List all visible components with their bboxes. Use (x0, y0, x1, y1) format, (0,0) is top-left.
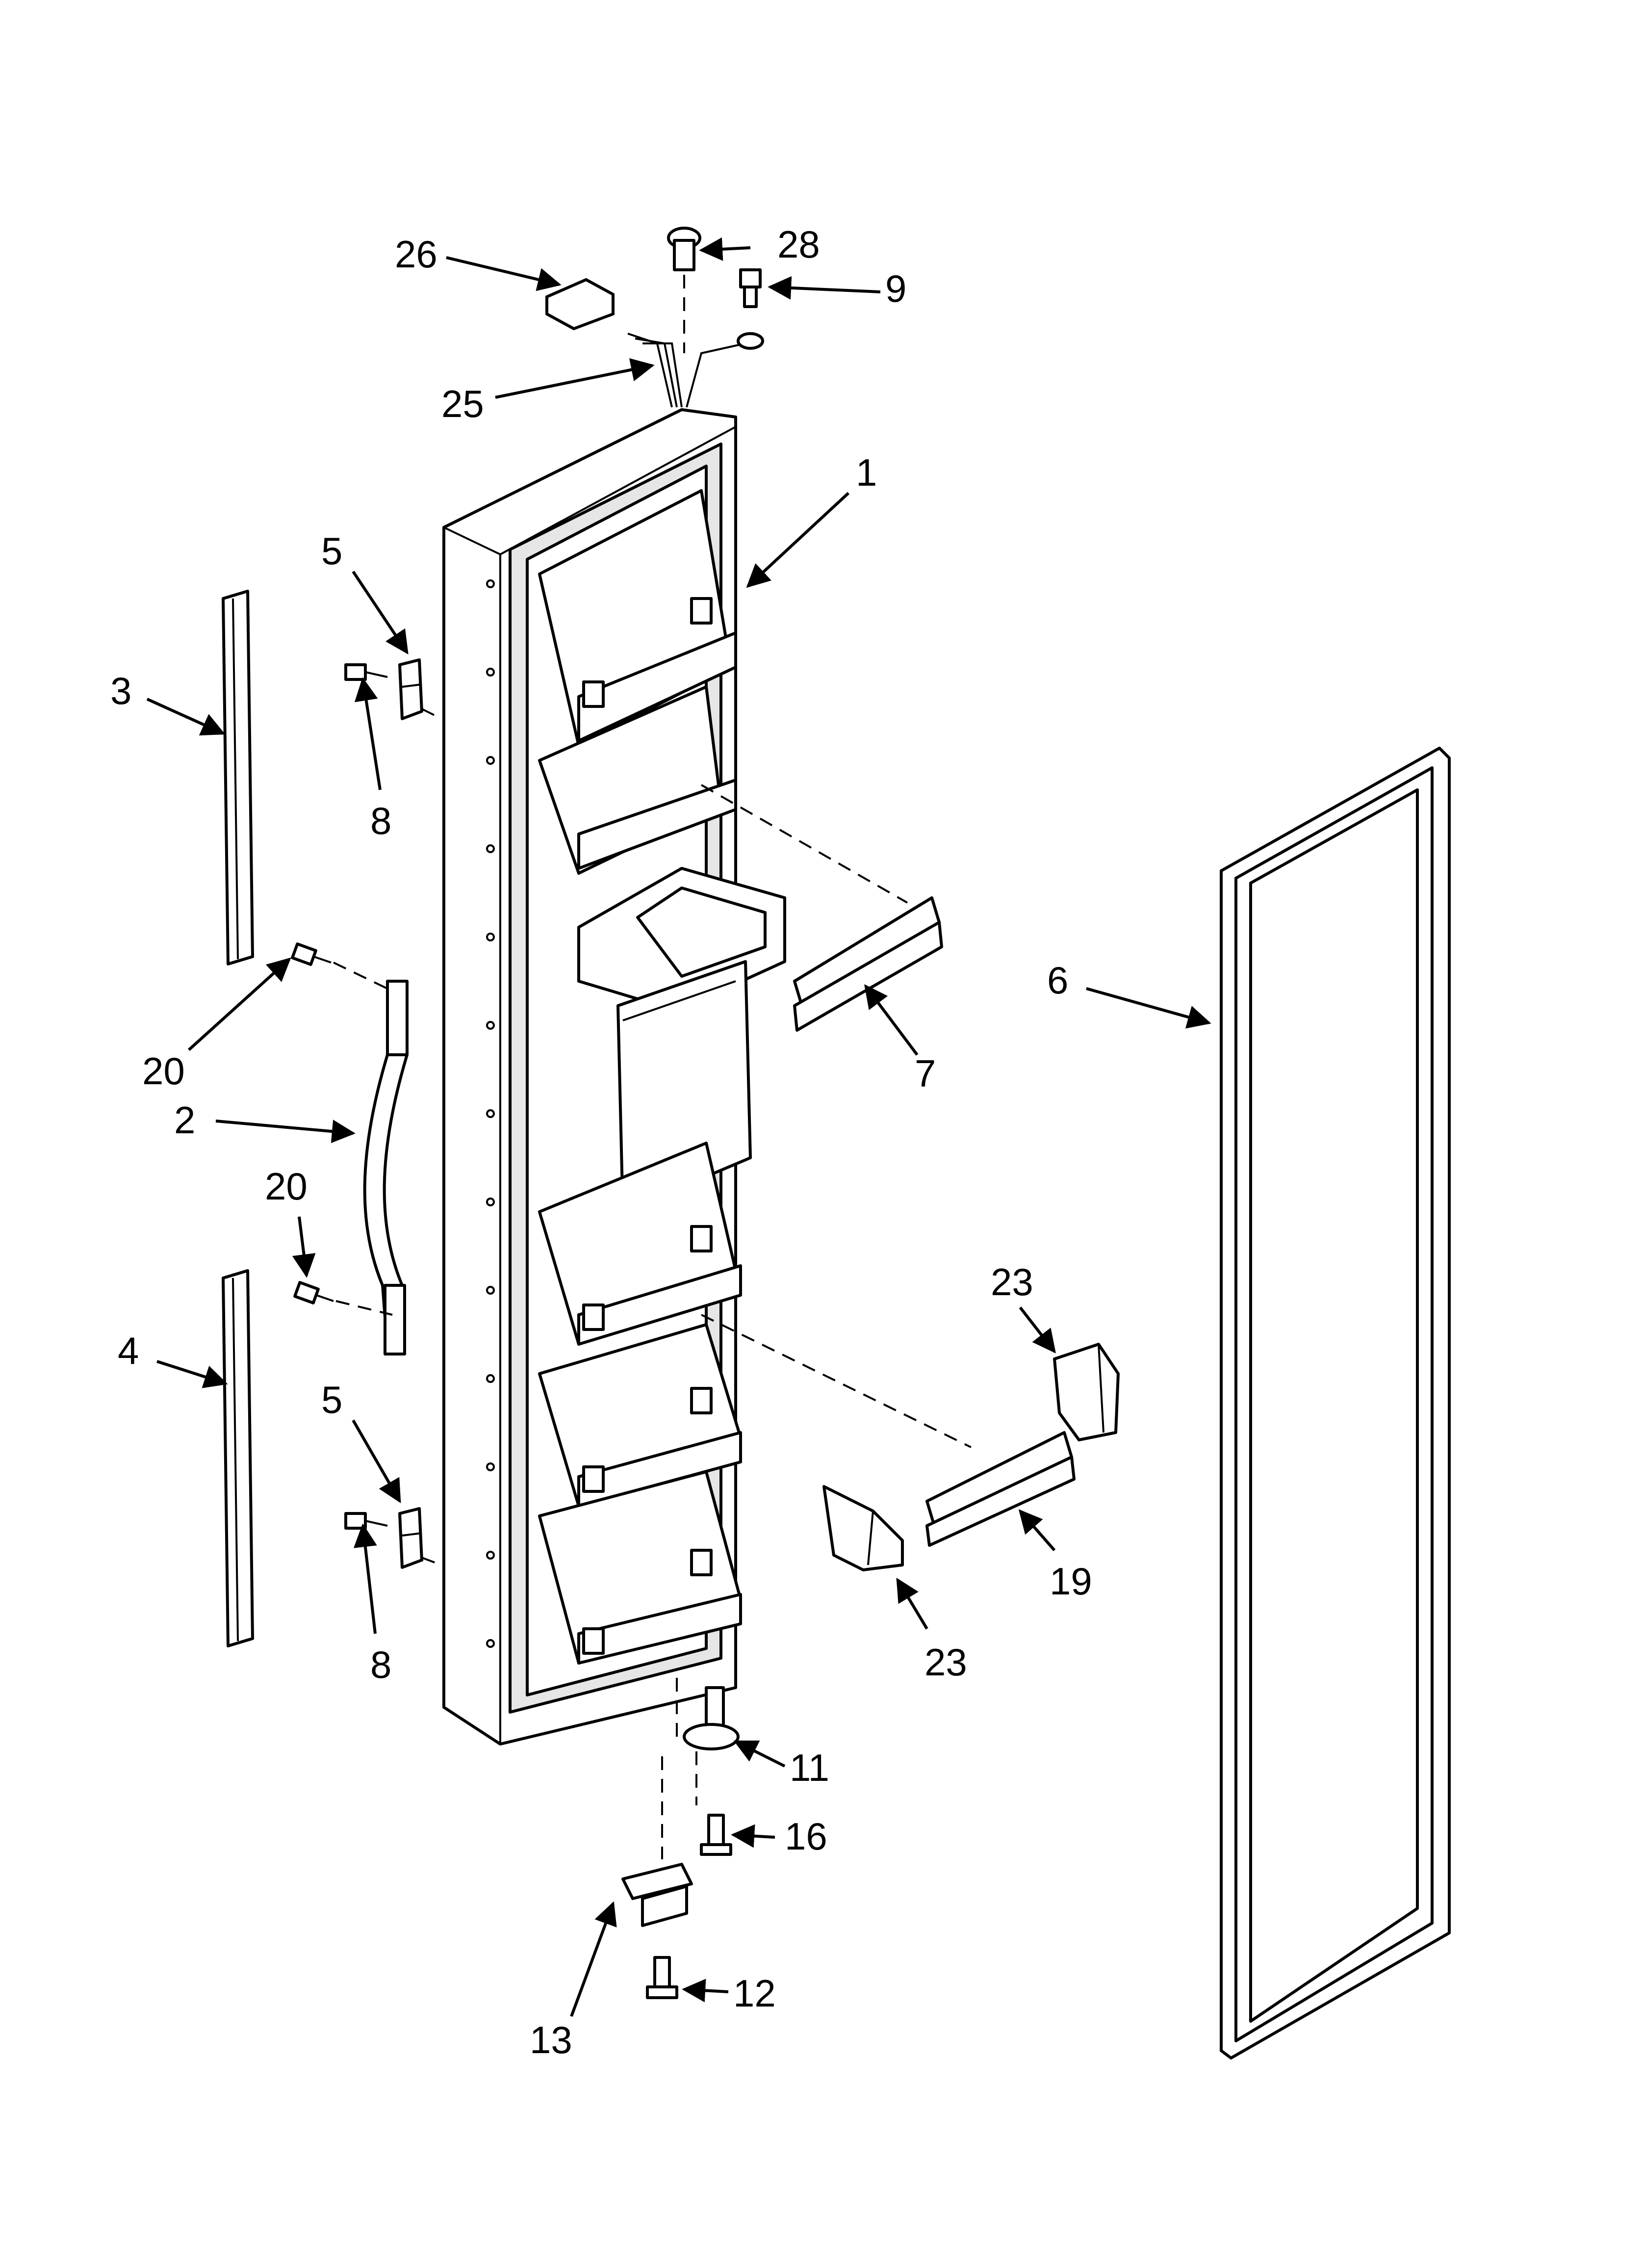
screw-bracket-lower (344, 1512, 388, 1530)
callout-2: 2 (174, 1098, 195, 1142)
callout-12: 12 (733, 1972, 776, 2015)
hinge-bracket-screw (646, 1956, 678, 1999)
callout-1: 1 (856, 451, 877, 494)
callout-leaders (146, 237, 1211, 2017)
callout-4: 4 (118, 1329, 139, 1372)
callout-3: 3 (110, 669, 131, 712)
end-cap-upper (1053, 1343, 1120, 1441)
wire-connector (545, 278, 615, 330)
callout-19: 19 (1050, 1560, 1092, 1603)
end-cap-lower (822, 1485, 904, 1571)
trim-strip-lower (222, 1269, 254, 1647)
plug-button (667, 227, 701, 271)
trim-strip-upper (222, 590, 254, 965)
freezer-door (442, 408, 786, 1746)
hinge-screw (700, 1814, 732, 1856)
callout-20-upper: 20 (142, 1049, 185, 1093)
door-handle (363, 980, 409, 1356)
callout-25: 25 (441, 382, 484, 425)
hinge-pin (683, 1686, 740, 1750)
callout-20-lower: 20 (265, 1165, 308, 1208)
callout-28: 28 (777, 223, 820, 266)
callout-13: 13 (530, 2018, 572, 2061)
callout-11: 11 (790, 1746, 829, 1789)
callout-8-lower: 8 (370, 1643, 391, 1686)
screw-lower-handle (293, 1281, 334, 1304)
callout-7: 7 (915, 1052, 936, 1095)
bracket-upper (398, 658, 423, 720)
callout-26: 26 (395, 233, 437, 276)
shelf-rail-lower (925, 1431, 1076, 1547)
callout-23-upper: 23 (991, 1260, 1033, 1303)
shelf-rail-upper (793, 896, 943, 1032)
callout-5-lower: 5 (321, 1378, 342, 1421)
ground-screw (739, 268, 762, 308)
screw-upper-handle (291, 942, 332, 966)
callout-16: 16 (785, 1815, 827, 1858)
callout-6: 6 (1047, 959, 1068, 1002)
callout-8-upper: 8 (370, 799, 391, 842)
screw-bracket-upper (344, 663, 388, 681)
callout-23-lower: 23 (924, 1641, 967, 1684)
callout-labels: 26 28 9 25 1 5 3 8 20 2 20 4 5 8 6 7 23 … (110, 223, 1092, 2061)
door-gasket (1220, 747, 1451, 2059)
wire-harness (627, 332, 764, 408)
hinge-bracket (621, 1863, 693, 1927)
bracket-lower (398, 1507, 423, 1569)
callout-5-upper: 5 (321, 529, 342, 573)
callout-9: 9 (885, 267, 906, 310)
